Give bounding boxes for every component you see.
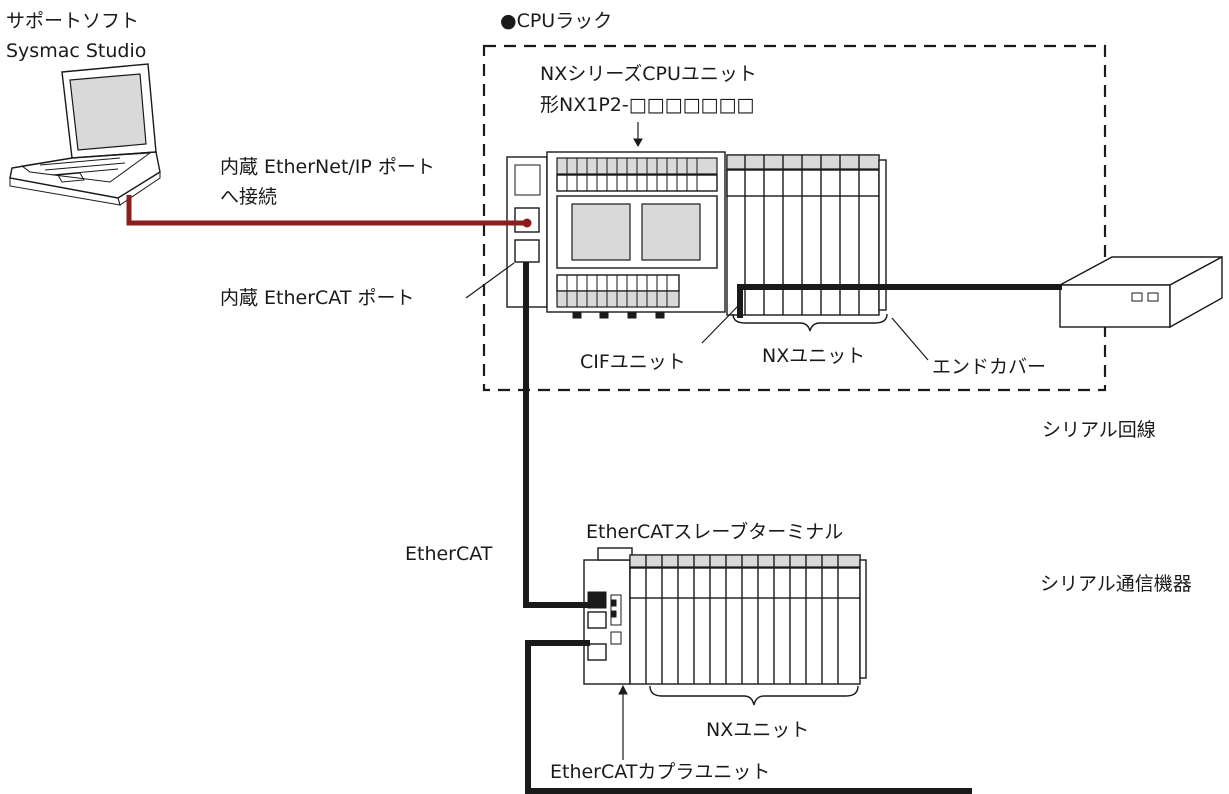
end-cover-label: エンドカバー	[932, 356, 1046, 378]
software-label-line2: Sysmac Studio	[6, 40, 146, 62]
ethernet-ip-cable	[126, 195, 527, 226]
serial-cable	[737, 284, 1062, 318]
cif-unit-label: CIFユニット	[580, 351, 686, 373]
ethercat-cable	[523, 262, 590, 608]
ethercat-port	[514, 239, 540, 263]
serial-device-label: シリアル通信機器	[1040, 573, 1192, 595]
software-label-line1: サポートソフト	[6, 10, 139, 32]
coupler-pointer	[618, 684, 628, 760]
ethercat-downstream-cable	[525, 640, 590, 794]
cpu-rack-boundary	[482, 44, 1107, 392]
serial-line-label: シリアル回線	[1042, 419, 1156, 441]
laptop-icon	[9, 63, 161, 206]
cpu-nx-units	[726, 154, 887, 316]
cpu-unit-label-line2: 形NX1P2-□□□□□□□	[540, 94, 754, 116]
nx-unit-slave-brace	[649, 685, 859, 706]
ethernet-port-label-line2: へ接続	[220, 186, 277, 208]
coupler-unit-label: EtherCATカプラユニット	[550, 761, 770, 783]
nx-unit-slave-label: NXユニット	[706, 719, 809, 741]
end-cover	[878, 159, 887, 311]
cpu-unit	[506, 151, 726, 319]
nx-unit-cpu-label: NXユニット	[762, 345, 865, 367]
ethercat-label: EtherCAT	[405, 543, 493, 565]
ethernet-ip-port	[514, 207, 540, 233]
nx-unit-cpu-brace	[732, 313, 888, 332]
serial-device-icon	[1059, 255, 1223, 329]
ethercat-slave-terminal	[583, 547, 867, 685]
ethernet-ip-cable-end	[522, 218, 532, 228]
cpu-rack-leaders	[465, 262, 929, 361]
cpu-unit-label-line1: NXシリーズCPUユニット	[540, 63, 757, 85]
ethercat-port-label: 内蔵 EtherCAT ポート	[220, 287, 414, 309]
ethernet-port-label-line1: 内蔵 EtherNet/IP ポート	[220, 156, 435, 178]
cpu-rack-title: ●CPUラック	[500, 10, 612, 32]
cpu-unit-pointer	[633, 122, 643, 148]
slave-terminal-label: EtherCATスレーブターミナル	[586, 520, 843, 543]
